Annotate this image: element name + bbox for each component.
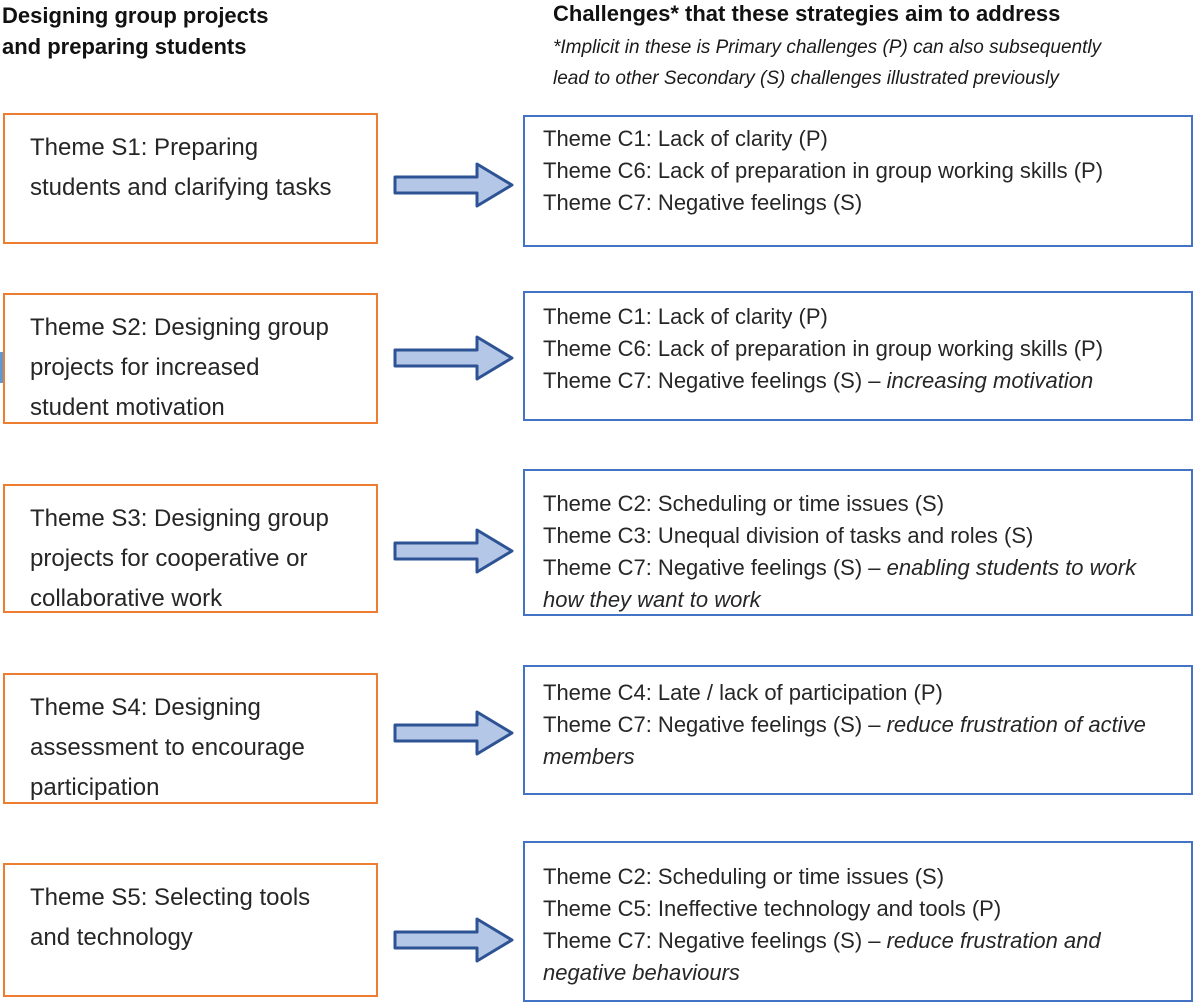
challenge-item: Theme C6: Lack of preparation in group w… [543, 336, 1104, 361]
challenge-box-row5: Theme C2: Scheduling or time issues (S) T… [523, 841, 1193, 1002]
right-header-title: Challenges* that these strategies aim to… [553, 1, 1061, 26]
left-header-line: Designing group projects [2, 3, 269, 28]
right-block-arrow-icon [393, 161, 515, 209]
strategy-text-line: and technology [30, 924, 193, 951]
strategy-text-line: Theme S4: Designing [30, 694, 261, 721]
challenge-item: Theme C2: Scheduling or time issues (S) [543, 864, 945, 889]
challenge-item-annotation: reduce frustration of active members [543, 712, 1146, 769]
strategy-text-line: Theme S1: Preparing [30, 134, 259, 161]
strategy-text-line: collaborative work [30, 585, 223, 612]
strategy-box-s1: Theme S1: Preparing students and clarifyi… [3, 113, 378, 244]
right-block-arrow-icon [393, 527, 515, 575]
strategy-text-line: projects for increased [30, 354, 260, 381]
challenge-item: Theme C2: Scheduling or time issues (S) [543, 491, 945, 516]
strategy-text-line: participation [30, 774, 160, 801]
challenge-box-row3: Theme C2: Scheduling or time issues (S) T… [523, 469, 1193, 616]
challenge-item: Theme C4: Late / lack of participation (… [543, 680, 943, 705]
strategy-box-s4: Theme S4: Designing assessment to encoura… [3, 673, 378, 804]
right-block-arrow-icon [393, 916, 515, 964]
right-header-footnote: *Implicit in these is Primary challenges… [553, 32, 1173, 94]
strategy-text-line: student motivation [30, 394, 225, 421]
challenge-item: Theme C7: Negative feelings (S) – reduce… [543, 712, 1146, 769]
challenge-box-row1: Theme C1: Lack of clarity (P) Theme C6: L… [523, 115, 1193, 247]
strategy-text-line: Theme S5: Selecting tools [30, 884, 311, 911]
strategy-text-line: projects for cooperative or [30, 545, 308, 572]
challenge-item: Theme C3: Unequal division of tasks and … [543, 523, 1034, 548]
challenge-item: Theme C1: Lack of clarity (P) [543, 304, 828, 329]
challenge-item: Theme C6: Lack of preparation in group w… [543, 158, 1104, 183]
strategy-text-line: Theme S3: Designing group [30, 505, 329, 532]
footnote-line: *Implicit in these is Primary challenges… [553, 37, 1102, 58]
challenge-box-row4: Theme C4: Late / lack of participation (… [523, 665, 1193, 795]
left-header-line: and preparing students [2, 34, 247, 59]
challenge-item: Theme C5: Ineffective technology and too… [543, 896, 1002, 921]
right-column-header: Challenges* that these strategies aim to… [553, 0, 1173, 94]
challenge-box-row2: Theme C1: Lack of clarity (P) Theme C6: L… [523, 291, 1193, 421]
strategy-text-line: Theme S2: Designing group [30, 314, 329, 341]
challenge-item: Theme C7: Negative feelings (S) – enabli… [543, 555, 1137, 612]
challenge-item-annotation: increasing motivation [886, 368, 1094, 393]
strategy-box-s5: Theme S5: Selecting tools and technology [3, 863, 378, 997]
right-block-arrow-icon [393, 709, 515, 757]
challenge-item-annotation: enabling students to work how they want … [543, 555, 1137, 612]
challenge-item-annotation: reduce frustration and negative behaviou… [543, 928, 1101, 985]
challenge-item: Theme C7: Negative feelings (S) [543, 190, 863, 215]
strategy-box-s3: Theme S3: Designing group projects for co… [3, 484, 378, 613]
challenge-item: Theme C7: Negative feelings (S) – increa… [543, 368, 1094, 393]
challenge-item: Theme C1: Lack of clarity (P) [543, 126, 828, 151]
left-column-header: Designing group projects and preparing s… [2, 0, 268, 62]
strategy-text-line: assessment to encourage [30, 734, 305, 761]
challenge-item: Theme C7: Negative feelings (S) – reduce… [543, 928, 1101, 985]
strategy-text-line: students and clarifying tasks [30, 174, 332, 201]
strategy-box-s2: Theme S2: Designing group projects for in… [3, 293, 378, 424]
footnote-line: lead to other Secondary (S) challenges i… [553, 68, 1059, 89]
right-block-arrow-icon [393, 334, 515, 382]
